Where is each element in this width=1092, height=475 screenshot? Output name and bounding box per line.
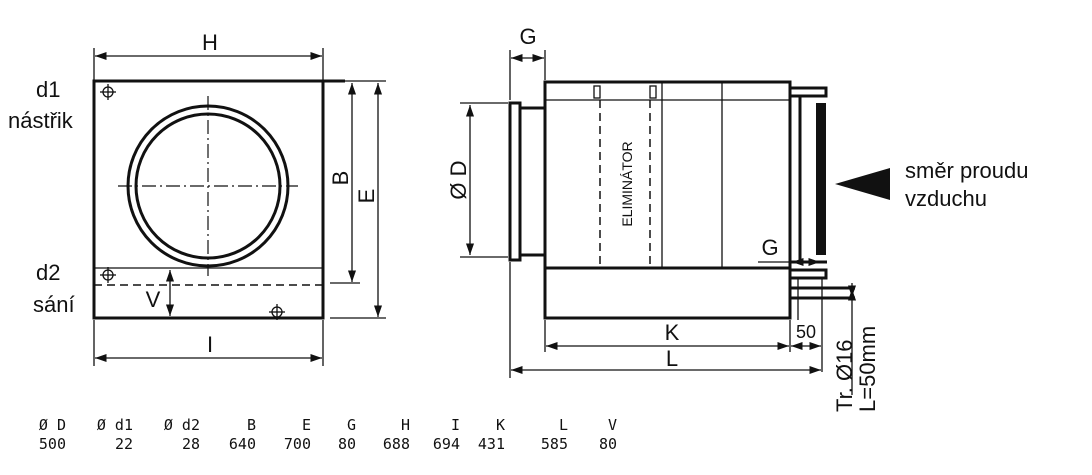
table-header: E [302, 416, 311, 434]
d2-port-icon [100, 267, 116, 283]
table-value: 688 [383, 435, 410, 453]
table-header: I [451, 416, 460, 434]
label-50: 50 [796, 322, 816, 342]
table-header: V [608, 416, 617, 434]
table-header: Ø d2 [164, 416, 200, 434]
label-nastrik: nástřik [8, 108, 74, 133]
label-V: V [146, 287, 161, 312]
table-value: 431 [478, 435, 505, 453]
table-value: 22 [115, 435, 133, 453]
table-value: 28 [182, 435, 200, 453]
label-d2: d2 [36, 260, 60, 285]
table-header: L [559, 416, 568, 434]
table-header: K [496, 416, 505, 434]
label-d1: d1 [36, 77, 60, 102]
label-B: B [328, 171, 353, 186]
table-header: Ø d1 [97, 416, 133, 434]
label-tr-d16: Tr. Ø16 [832, 339, 857, 412]
outlet-flange [816, 103, 826, 255]
airflow-label-2: vzduchu [905, 186, 987, 211]
table-value: 585 [541, 435, 568, 453]
label-K: K [665, 320, 680, 345]
label-L: L [666, 346, 678, 371]
airflow-arrow-icon [835, 168, 890, 200]
side-housing [543, 80, 792, 270]
table-header: Ø D [39, 416, 66, 434]
label-H: H [202, 30, 218, 55]
side-view: ELIMINÁTOR G Ø D G K 50 L Tr. Ø16 L=50mm [446, 24, 1029, 412]
label-sani: sání [33, 292, 75, 317]
d1-port-icon [100, 84, 116, 100]
table-value: 500 [39, 435, 66, 453]
table-value: 700 [284, 435, 311, 453]
table-value: 80 [599, 435, 617, 453]
table-value: 80 [338, 435, 356, 453]
side-tray [543, 266, 792, 320]
label-D: Ø D [446, 160, 471, 199]
front-view: H I B E V d1 nástřik d2 sání [8, 30, 386, 366]
table-value: 640 [229, 435, 256, 453]
label-length: L=50mm [855, 326, 880, 412]
label-I: I [207, 332, 213, 357]
label-E: E [354, 189, 379, 204]
label-G-bottom: G [761, 235, 778, 260]
table-value: 694 [433, 435, 460, 453]
label-eliminator: ELIMINÁTOR [619, 141, 635, 226]
table-header: B [247, 416, 256, 434]
table-header: H [401, 416, 410, 434]
drain-port-icon [269, 304, 285, 320]
label-G-top: G [519, 24, 536, 49]
airflow-label-1: směr proudu [905, 158, 1029, 183]
inlet-flange [508, 101, 522, 262]
table-header: G [347, 416, 356, 434]
